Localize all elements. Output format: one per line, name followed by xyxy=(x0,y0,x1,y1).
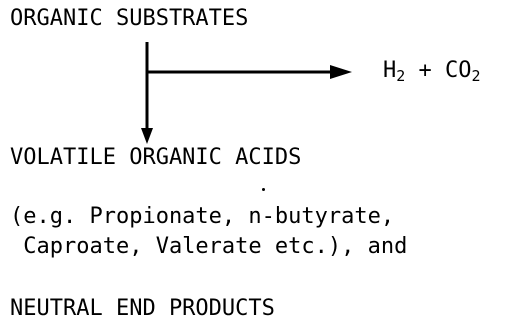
volatile-organic-acids-label: VOLATILE ORGANIC ACIDS xyxy=(10,145,302,170)
hydrogen-symbol: H xyxy=(383,58,397,83)
examples-line-1: (e.g. Propionate, n-butyrate, xyxy=(10,204,395,229)
gas-products-label: H2 + CO2 xyxy=(383,58,481,85)
stray-dot-mark xyxy=(262,188,265,191)
down-arrowhead xyxy=(141,128,153,144)
right-arrowhead xyxy=(330,65,352,79)
carbon-dioxide-subscript: 2 xyxy=(471,67,481,85)
plus-sign: + xyxy=(405,58,446,83)
examples-line-2: Caproate, Valerate etc.), and xyxy=(10,234,408,259)
organic-substrates-label: ORGANIC SUBSTRATES xyxy=(10,6,249,31)
hydrogen-subscript: 2 xyxy=(396,67,406,85)
neutral-end-products-label: NEUTRAL END PRODUCTS xyxy=(10,296,275,321)
carbon-dioxide-symbol: CO xyxy=(445,58,472,83)
